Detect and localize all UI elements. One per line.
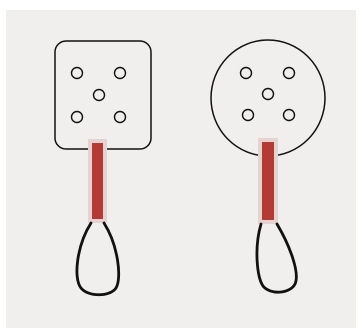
handle-grip — [92, 143, 103, 219]
diagram-background — [6, 10, 356, 328]
square-paddle-handle — [88, 139, 107, 223]
handle-grip — [262, 142, 274, 220]
round-paddle-handle — [258, 138, 278, 224]
